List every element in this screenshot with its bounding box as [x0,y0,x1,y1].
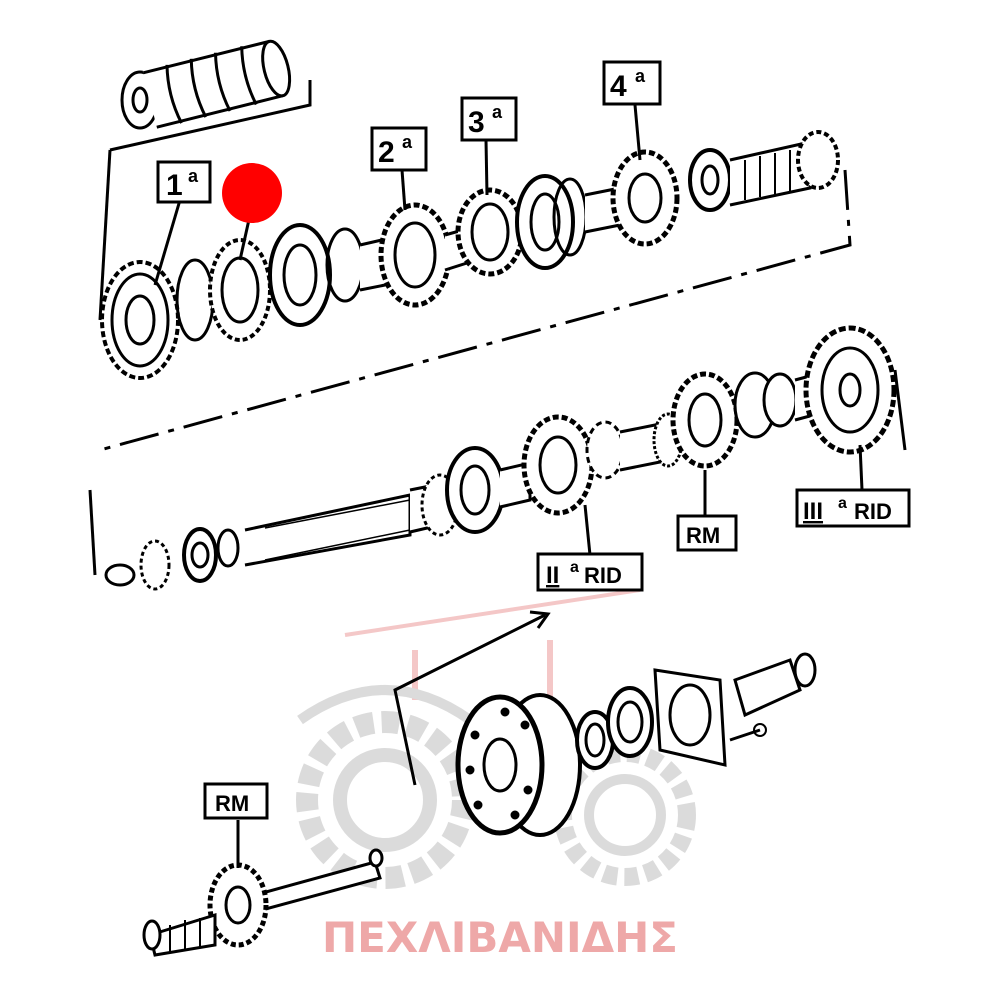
upper-shaft-assembly [98,39,852,452]
label-gear-3: 3 a [460,96,518,142]
svg-text:1: 1 [166,169,183,202]
lower-shaft-assembly [88,325,907,591]
svg-text:a: a [402,132,413,152]
gear-iii-rid [803,325,897,455]
svg-text:RM: RM [686,523,720,548]
svg-text:RID: RID [584,563,622,588]
lower-leader-lines [583,444,864,556]
svg-text:3: 3 [468,106,485,139]
svg-text:III: III [803,498,823,525]
upper-leader-lines [153,104,642,286]
svg-text:a: a [492,102,503,122]
svg-text:RID: RID [854,499,892,524]
label-gear-4: 4 a [602,60,662,106]
svg-text:a: a [635,66,646,86]
synchronizer-1-2 [208,223,332,342]
gear-ii-rid [521,414,595,516]
watermark-text: ΠΕΧΛΙΒΑΝΙΔΗΣ [322,913,678,962]
gear-1 [100,260,180,380]
svg-text:II: II [546,562,559,589]
synchronizer-3-4 [515,174,588,270]
gear-2 [378,202,452,308]
label-rm-lower: RM [203,782,269,820]
label-ii-rid: II a RID [536,552,644,592]
label-iii-rid: III a RID [795,488,911,528]
label-gear-1: 1 a [156,160,212,204]
svg-text:a: a [838,495,847,512]
svg-text:2: 2 [378,136,395,169]
svg-text:a: a [188,166,199,186]
label-rm-upper: RM [676,514,738,552]
red-marker-icon [222,163,282,223]
gear-rm-upper [670,371,740,469]
label-gear-2: 2 a [370,126,428,172]
top-synchronizer-part [120,39,292,130]
svg-text:a: a [570,559,579,576]
flange-hub [455,690,582,837]
gear-4 [610,149,680,247]
gear-3 [455,187,525,277]
bottom-assembly [142,652,817,957]
svg-text:RM: RM [215,791,249,816]
pointer-arrow [393,610,551,786]
svg-text:4: 4 [610,70,627,103]
